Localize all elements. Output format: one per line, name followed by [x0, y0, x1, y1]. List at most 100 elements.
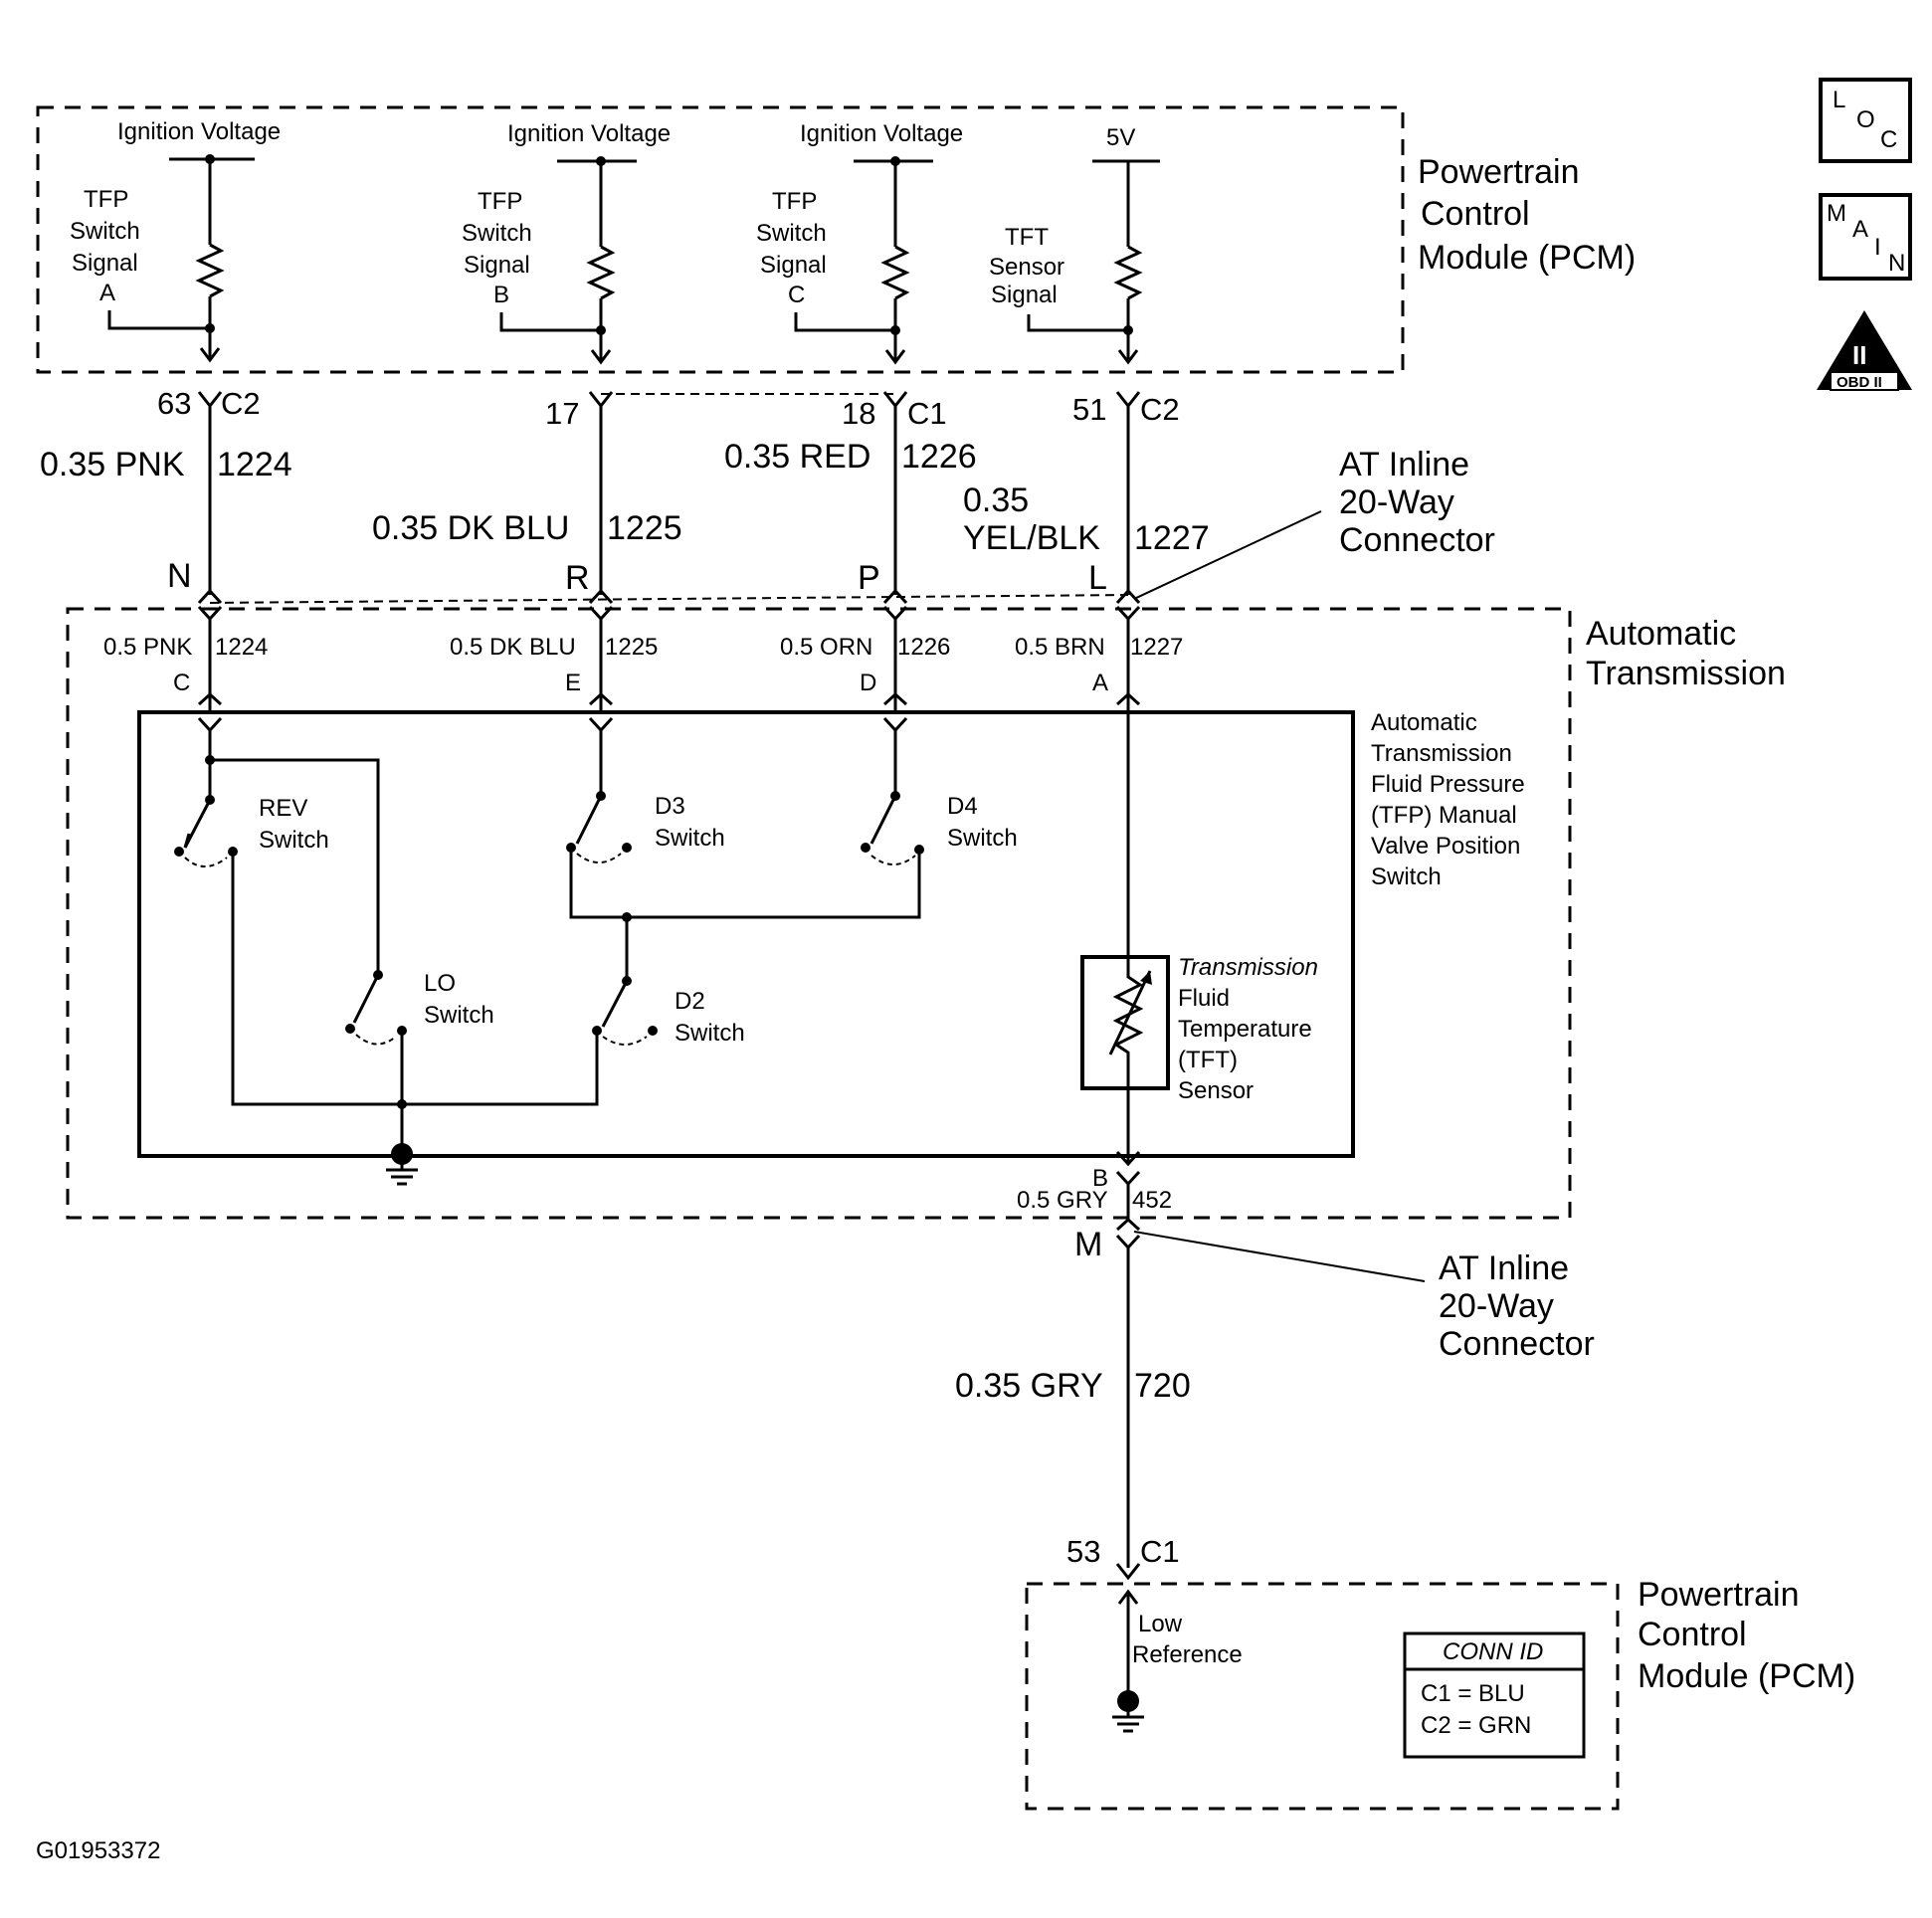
- trans-wire-1227-number: 1227: [1130, 634, 1183, 661]
- inline-upper-label-2: 20-Way: [1339, 483, 1454, 521]
- trans-pin-d: D: [860, 670, 876, 696]
- signal-d-line3: Signal: [991, 282, 1058, 308]
- wire-1225-upper: [588, 391, 614, 595]
- inline-pin-r: R: [565, 559, 590, 597]
- wire-1227-color-2: YEL/BLK: [963, 519, 1100, 557]
- pcm-pin-53-symbol: [1115, 1563, 1141, 1581]
- tfp-title-6: Switch: [1371, 863, 1442, 890]
- tfp-title-4: (TFP) Manual: [1371, 802, 1517, 829]
- loc-icon: L O C: [1819, 78, 1912, 163]
- low-reference-label-1: Low: [1138, 1611, 1183, 1637]
- signal-a-line1: TFP: [84, 186, 128, 213]
- svg-text:C: C: [1880, 126, 1897, 153]
- pull-up-resistor-c: [794, 156, 910, 365]
- wire-1227-number: 1227: [1134, 519, 1210, 557]
- trans-wire-1227-color: 0.5 BRN: [1015, 634, 1105, 661]
- wire-1226-color: 0.35 RED: [724, 438, 870, 476]
- pull-up-resistor-b: [499, 156, 616, 365]
- wire-1224-number: 1224: [217, 446, 292, 483]
- d3-switch-label-1: D3: [655, 793, 685, 820]
- trans-wire-1225-number: 1225: [605, 634, 658, 661]
- transmission-title-2: Transmission: [1586, 655, 1786, 692]
- inline-upper-leader: [1133, 510, 1322, 600]
- signal-c-line3: Signal: [760, 252, 827, 279]
- inline-upper-label-3: Connector: [1339, 521, 1495, 559]
- d4-switch-label-2: Switch: [947, 825, 1018, 852]
- lo-switch-label-1: LO: [424, 970, 456, 997]
- tfp-title-3: Fluid Pressure: [1371, 771, 1525, 798]
- signal-b-line3: Signal: [464, 252, 530, 279]
- pcm-top-title-1: Powertrain: [1418, 153, 1580, 191]
- signal-a-line3: Signal: [72, 250, 138, 277]
- conn-id-row-2: C2 = GRN: [1421, 1712, 1531, 1739]
- d3-switch-label-2: Switch: [655, 825, 725, 852]
- signal-d-line2: Sensor: [989, 254, 1064, 281]
- svg-text:O: O: [1856, 106, 1875, 133]
- pin-63-conn: C2: [221, 386, 261, 421]
- case-ground-icon: [386, 1143, 418, 1186]
- tft-label-4: (TFT): [1178, 1047, 1238, 1073]
- tft-ground-pin: [1115, 1170, 1141, 1222]
- inline-pin-m: M: [1074, 1226, 1102, 1263]
- low-reference-label-2: Reference: [1132, 1641, 1243, 1668]
- pin-53-conn: C1: [1140, 1534, 1180, 1569]
- supply-label-c: Ignition Voltage: [800, 120, 963, 147]
- svg-text:N: N: [1888, 250, 1905, 277]
- wire-1224-color: 0.35 PNK: [40, 446, 185, 483]
- pin-51-conn: C2: [1140, 392, 1180, 427]
- transmission-boundary: [66, 607, 1572, 1220]
- rev-switch-label-2: Switch: [259, 827, 329, 854]
- rev-switch-label-1: REV: [259, 795, 307, 822]
- obd-ii-icon: II OBD II: [1817, 310, 1912, 391]
- pcm-top-title-2: Control: [1421, 195, 1530, 233]
- svg-text:OBD II: OBD II: [1836, 374, 1882, 391]
- pin-17: 17: [545, 396, 579, 431]
- pin-63: 63: [157, 386, 191, 421]
- signal-a-line2: Switch: [70, 218, 140, 245]
- supply-label-a: Ignition Voltage: [117, 118, 281, 145]
- pcm-bottom-title-3: Module (PCM): [1638, 1657, 1855, 1695]
- pcm-bottom-title-2: Control: [1638, 1616, 1747, 1653]
- inline-upper-label-1: AT Inline: [1339, 446, 1469, 483]
- tft-label-2: Fluid: [1178, 985, 1230, 1012]
- wire-720-number: 720: [1134, 1367, 1191, 1405]
- lo-switch-label-2: Switch: [424, 1002, 494, 1029]
- pcm-top-module: Powertrain Control Module (PCM) Ignition…: [36, 105, 1636, 374]
- pcm-bottom-module: Powertrain Control Module (PCM) Low Refe…: [1025, 1576, 1855, 1811]
- wire-1225-number: 1225: [607, 509, 682, 547]
- transmission-title-1: Automatic: [1586, 615, 1736, 653]
- wire-1227-upper: [1115, 391, 1141, 595]
- pcm-bottom-title-1: Powertrain: [1638, 1576, 1800, 1614]
- svg-text:A: A: [1852, 216, 1868, 243]
- signal-d-line1: TFT: [1005, 224, 1049, 251]
- pcm-bottom-boundary: [1025, 1582, 1620, 1811]
- trans-wire-1224-number: 1224: [215, 634, 268, 661]
- pcm-top-boundary: [36, 105, 1405, 374]
- trans-wire-1226-color: 0.5 ORN: [780, 634, 872, 661]
- pcm-ground-icon: [1112, 1690, 1144, 1733]
- wire-1225-color: 0.35 DK BLU: [372, 509, 569, 547]
- tft-label-5: Sensor: [1178, 1077, 1254, 1104]
- upper-harness: 63 C2 17 18 C1 51 C2 0.35 PNK 1224 0.35 …: [40, 386, 1495, 622]
- tfp-switch-box: [137, 710, 1355, 1158]
- svg-text:II: II: [1852, 340, 1866, 370]
- pin-18: 18: [842, 396, 875, 431]
- pull-up-resistor-d: [1027, 161, 1143, 365]
- conn-id-title: CONN ID: [1443, 1638, 1543, 1665]
- trans-wire-1225-color: 0.5 DK BLU: [450, 634, 576, 661]
- signal-c-line2: Switch: [756, 220, 827, 247]
- signal-b-line1: TFP: [478, 188, 522, 215]
- trans-wire-1224-color: 0.5 PNK: [103, 634, 192, 661]
- trans-pin-e: E: [565, 670, 581, 696]
- d2-switch: [592, 917, 658, 1046]
- pin-51: 51: [1072, 392, 1106, 427]
- wire-1227-color-1: 0.35: [963, 481, 1029, 519]
- inline-connector-upper-link: [209, 594, 1129, 604]
- pcm-top-title-3: Module (PCM): [1418, 239, 1636, 277]
- trans-pin-a: A: [1092, 670, 1108, 696]
- d3-switch: [566, 730, 921, 922]
- signal-b-line2: Switch: [462, 220, 532, 247]
- wire-452-number: 452: [1132, 1187, 1172, 1214]
- inline-lower-label-3: Connector: [1439, 1325, 1595, 1363]
- wire-1224-upper: [197, 391, 223, 595]
